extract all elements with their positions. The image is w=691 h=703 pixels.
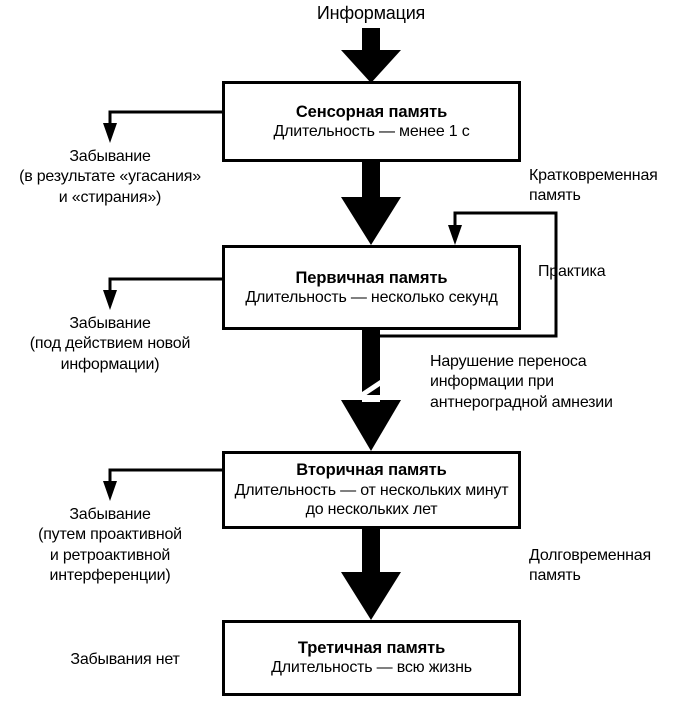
box-secondary-memory-title: Вторичная память xyxy=(296,461,447,480)
box-sensory-memory-subtitle: Длительность — менее 1 с xyxy=(273,122,470,140)
box-tertiary-memory-title: Третичная память xyxy=(297,639,446,658)
box-secondary-memory-subtitle: Длительность — от нескольких минут до не… xyxy=(234,481,509,519)
line-secondary-to-forgetting xyxy=(103,468,222,501)
box-primary-memory-title: Первичная память xyxy=(295,268,448,287)
label-practice: Практика xyxy=(538,263,606,280)
diagram-input-label: Информация xyxy=(316,3,426,23)
box-sensory-memory: Сенсорная память Длительность — менее 1 … xyxy=(222,81,521,162)
line-primary-to-forgetting xyxy=(103,277,222,310)
label-forgetting-secondary: Забывание (путем проактивной и ретроакти… xyxy=(38,506,182,585)
label-long-term-memory: Долговременная память xyxy=(529,547,651,585)
box-tertiary-memory-subtitle: Длительность — всю жизнь xyxy=(271,659,472,677)
label-no-forgetting: Забывания нет xyxy=(70,651,180,668)
box-primary-memory-subtitle: Длительность — несколько секунд xyxy=(245,288,498,306)
line-practice-loop xyxy=(380,211,558,338)
arrow-sensory-to-primary xyxy=(341,162,401,245)
label-anterograde-amnesia: Нарушение переноса информации при антнер… xyxy=(430,353,613,411)
box-primary-memory: Первичная память Длительность — нескольк… xyxy=(222,245,521,330)
arrow-information-to-sensory xyxy=(341,28,401,83)
arrow-primary-to-secondary xyxy=(341,330,401,451)
box-sensory-memory-title: Сенсорная память xyxy=(295,102,448,121)
label-forgetting-primary: Забывание (под действием новой информаци… xyxy=(29,315,191,373)
box-tertiary-memory: Третичная память Длительность — всю жизн… xyxy=(222,620,521,696)
box-secondary-memory: Вторичная память Длительность — от неско… xyxy=(222,451,521,529)
label-forgetting-sensory: Забывание (в результате «угасания» и «ст… xyxy=(19,148,201,206)
label-short-term-memory: Кратковременная память xyxy=(529,167,658,205)
line-sensory-to-forgetting xyxy=(103,110,222,143)
arrow-secondary-to-tertiary xyxy=(341,529,401,620)
